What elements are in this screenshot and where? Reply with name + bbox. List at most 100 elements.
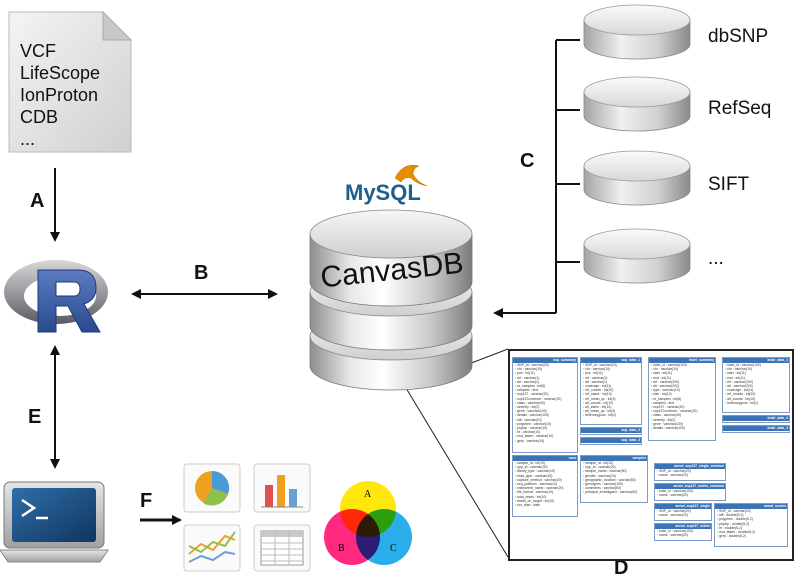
connector-d-bottom bbox=[405, 387, 509, 558]
schema-column: principal_investigator : varchar(50) bbox=[581, 490, 647, 494]
schema-table: indel_data_1indel_id : varchar(100)chr :… bbox=[722, 357, 790, 413]
schema-table-name: annot_snp137_single_commor bbox=[655, 464, 725, 469]
schema-table-name: annot_snp137_indels_common bbox=[655, 484, 725, 489]
schema-table: annot_snp137_single_commorSNP_id : varch… bbox=[654, 463, 726, 481]
schema-column: alt : varchar(1) bbox=[581, 380, 641, 384]
schema-table: samplessample_id : int(10)upp_id : varch… bbox=[580, 455, 648, 503]
schema-column: mut_taster : varchar(10) bbox=[513, 434, 577, 438]
step-label-f: F bbox=[140, 490, 153, 512]
schema-column: SNP_id : varchar(20) bbox=[655, 469, 725, 473]
schema-table: annot_snp137_indels_commonindel_id : var… bbox=[654, 483, 726, 501]
step-label-c: C bbox=[520, 150, 535, 172]
schema-column: chr : varchar(10) bbox=[513, 367, 577, 371]
document-icon bbox=[8, 10, 133, 153]
schema-column: snp137 : varchar(20) bbox=[513, 392, 577, 396]
schema-table: snp_data_1SNP_id : varchar(20)chr : varc… bbox=[580, 357, 642, 425]
sift-cylinder-icon bbox=[583, 150, 691, 206]
bar-chart-thumbnail-icon bbox=[253, 463, 311, 513]
schema-column: chr : varchar(10) bbox=[581, 367, 641, 371]
schema-column: snp137common : varchar(20) bbox=[649, 409, 715, 413]
schema-column: gerp : double(5,2) bbox=[715, 534, 787, 538]
schema-column: name : varchar(20) bbox=[655, 533, 711, 537]
schema-column: library_type : varchar(10) bbox=[513, 469, 577, 473]
schema-table: snp_summarySNP_id : varchar(20)chr : var… bbox=[512, 357, 578, 453]
schema-table-name: runs bbox=[513, 456, 577, 461]
schema-column: run_start : date bbox=[513, 503, 577, 507]
schema-column: gender : varchar(10) bbox=[581, 474, 647, 478]
schema-column: heterozygous : int(1) bbox=[723, 401, 789, 405]
schema-column: ref_starts : int(10) bbox=[581, 392, 641, 396]
database-schema-panel: snp_summarySNP_id : varchar(20)chr : var… bbox=[508, 349, 794, 561]
input-formats-list: VCF LifeScope IonProton CDB ... bbox=[20, 40, 100, 150]
schema-column: end : int(11) bbox=[723, 376, 789, 380]
db-label-refseq: RefSeq bbox=[708, 98, 772, 119]
schema-column: start : int(11) bbox=[649, 371, 715, 375]
schema-table: annot_snp137_singleSNP_id : varchar(20)n… bbox=[654, 503, 712, 521]
step-label-d: D bbox=[614, 557, 629, 579]
schema-column: gene : varchar(100) bbox=[649, 422, 715, 426]
schema-column: alt_starts : int(10) bbox=[581, 405, 641, 409]
other-db-cylinder-icon bbox=[583, 228, 691, 284]
schema-table-name: snp_data_3 bbox=[581, 438, 641, 443]
schema-column: SNP_id : varchar(20) bbox=[655, 509, 711, 513]
schema-table-name: indel_data_2 bbox=[723, 416, 789, 421]
schema-table-name: snp_summary bbox=[513, 358, 577, 363]
schema-column: polyphen : varchar(10) bbox=[513, 422, 577, 426]
schema-column: sample_id : int(10) bbox=[513, 461, 577, 465]
mysql-logo: MySQL bbox=[345, 160, 445, 210]
dbsnp-cylinder-icon bbox=[583, 4, 691, 60]
schema-column: lrt : varchar(10) bbox=[513, 430, 577, 434]
schema-column: chr : varchar(10) bbox=[723, 367, 789, 371]
schema-table-name: indel_data_3 bbox=[723, 426, 789, 431]
schema-column: indel_id : varchar(100) bbox=[655, 529, 711, 533]
schema-column: read_type : varchar(20) bbox=[513, 474, 577, 478]
schema-column: gene : varchar(100) bbox=[513, 409, 577, 413]
schema-column: snp137 : varchar(20) bbox=[649, 405, 715, 409]
schema-column: reads_on_target : int(10) bbox=[513, 499, 577, 503]
db-label-sift: SIFT bbox=[708, 174, 750, 195]
schema-column: indel_id : varchar(100) bbox=[655, 489, 725, 493]
bracket-c bbox=[493, 39, 580, 318]
schema-column: capture_method : varchar(20) bbox=[513, 478, 577, 482]
schema-column: alt : varchar(200) bbox=[723, 384, 789, 388]
step-label-e: E bbox=[28, 406, 42, 428]
schema-table-name: indel_data_1 bbox=[723, 358, 789, 363]
schema-column: geographic_location : varchar(50) bbox=[581, 478, 647, 482]
dolphin-icon bbox=[394, 165, 428, 187]
schema-column: comments : varchar(50) bbox=[581, 486, 647, 490]
schema-column: severity : int(2) bbox=[513, 405, 577, 409]
schema-column: pos : int(11) bbox=[513, 371, 577, 375]
schema-column: chr : varchar(10) bbox=[649, 367, 715, 371]
schema-column: total_reads : int(10) bbox=[513, 495, 577, 499]
schema-column: upp_id : varchar(20) bbox=[581, 465, 647, 469]
schema-column: instrument_name : varchar(20) bbox=[513, 486, 577, 490]
schema-table: indel_data_2 bbox=[722, 415, 790, 423]
schema-table-name: snp_data_1 bbox=[581, 358, 641, 363]
schema-column: heterozygous : int(1) bbox=[581, 413, 641, 417]
schema-table-name: snp_data_2 bbox=[581, 428, 641, 433]
input-files-document bbox=[5, 8, 135, 156]
schema-table: snp_data_2 bbox=[580, 427, 642, 435]
schema-column: alt : varchar(200) bbox=[649, 384, 715, 388]
schema-column: pos : int(11) bbox=[581, 371, 641, 375]
schema-column: details : varchar(100) bbox=[649, 426, 715, 430]
schema-column: name : varchar(20) bbox=[655, 473, 725, 477]
schema-column: indel_id : varchar(100) bbox=[723, 363, 789, 367]
terminal-icon bbox=[0, 478, 110, 568]
schema-column: genotypes : varchar(100) bbox=[581, 482, 647, 486]
refseq-cylinder-icon bbox=[583, 76, 691, 132]
schema-column: start : int(11) bbox=[723, 371, 789, 375]
schema-column: SNP_id : varchar(20) bbox=[513, 363, 577, 367]
schema-column: severity : int(2) bbox=[649, 418, 715, 422]
schema-column: nr_samples : int(6) bbox=[513, 384, 577, 388]
schema-column: samples : text bbox=[513, 388, 577, 392]
schema-table: annot_snp137_indelsindel_id : varchar(10… bbox=[654, 523, 712, 541]
venn-label-a: A bbox=[364, 489, 372, 500]
schema-column: coverage : int(11) bbox=[581, 384, 641, 388]
schema-table-name: annot_snp137_indels bbox=[655, 524, 711, 529]
schema-column: lrt : double(5,2) bbox=[715, 526, 787, 530]
schema-column: name : varchar(20) bbox=[655, 513, 711, 517]
schema-column: size : int(10) bbox=[649, 392, 715, 396]
schema-column: alt : varchar(1) bbox=[513, 380, 577, 384]
